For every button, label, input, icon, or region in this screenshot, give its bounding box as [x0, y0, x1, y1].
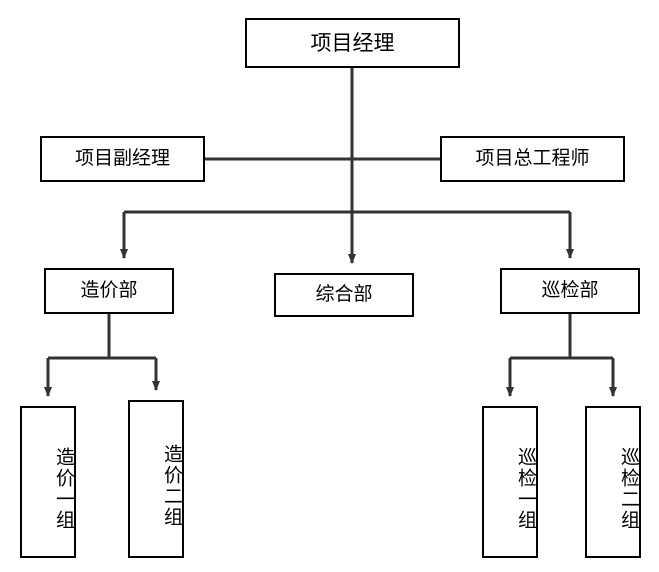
node-patrol-group-1[interactable]: 巡检一组 — [482, 406, 538, 558]
node-cost-group-1[interactable]: 造价一组 — [20, 406, 76, 558]
node-patrol-department[interactable]: 巡检部 — [500, 268, 640, 314]
node-cost-department[interactable]: 造价部 — [44, 268, 174, 314]
node-patrol-group-2[interactable]: 巡检二组 — [585, 406, 641, 558]
node-deputy-project-manager[interactable]: 项目副经理 — [40, 136, 205, 182]
node-general-department[interactable]: 综合部 — [274, 273, 414, 317]
node-chief-engineer[interactable]: 项目总工程师 — [440, 136, 625, 182]
node-cost-group-2[interactable]: 造价二组 — [128, 400, 184, 558]
node-project-manager[interactable]: 项目经理 — [245, 18, 460, 68]
